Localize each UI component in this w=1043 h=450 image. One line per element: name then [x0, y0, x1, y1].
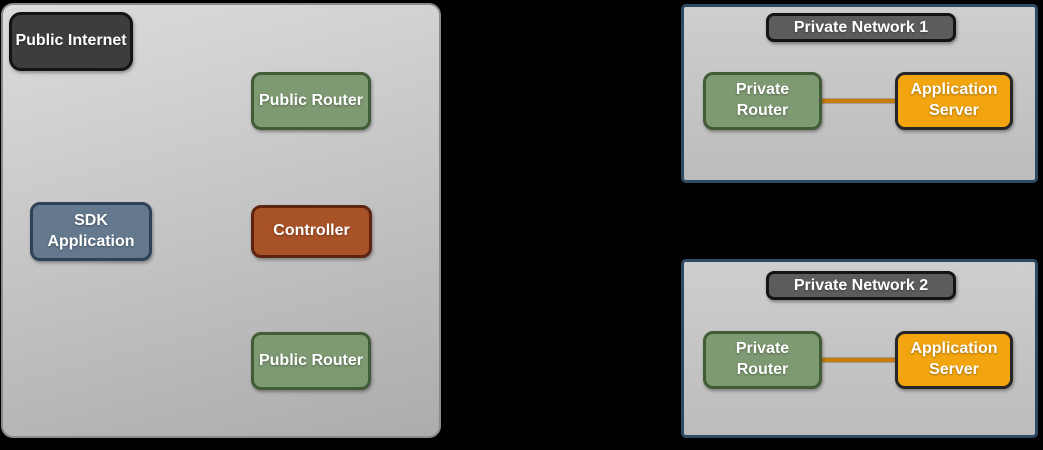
node-application-server-1-label: Application Server [910, 81, 998, 119]
node-public-router-top: Public Router [251, 72, 371, 130]
node-public-internet-label: Public Internet [15, 32, 127, 50]
node-application-server-2: Application Server [895, 331, 1013, 389]
private-network-2-container: Private Network 2 Private Router Applica… [681, 259, 1038, 438]
node-public-router-top-label: Public Router [258, 91, 363, 109]
router-server-link-2 [820, 358, 897, 362]
private-network-1-container: Private Network 1 Private Router Applica… [681, 4, 1038, 183]
node-controller: Controller [251, 205, 372, 258]
private-network-1-title-label: Private Network 1 [793, 18, 929, 36]
node-controller-label: Controller [273, 222, 350, 240]
router-server-link-1 [820, 99, 897, 103]
node-public-router-bottom: Public Router [251, 332, 371, 390]
private-network-2-title-label: Private Network 2 [793, 276, 929, 294]
node-public-internet: Public Internet [9, 12, 133, 71]
private-network-2-title: Private Network 2 [766, 271, 956, 300]
node-private-router-1: Private Router [703, 72, 822, 130]
node-private-router-2-label: Private Router [735, 340, 790, 378]
node-sdk-application: SDK Application [30, 202, 152, 261]
node-public-router-bottom-label: Public Router [258, 351, 363, 369]
node-private-router-2: Private Router [703, 331, 822, 389]
node-application-server-1: Application Server [895, 72, 1013, 130]
private-network-1-title: Private Network 1 [766, 13, 956, 42]
node-sdk-application-label: SDK Application [47, 211, 135, 250]
node-private-router-1-label: Private Router [735, 81, 790, 119]
public-internet-zone: Public Internet Public Router SDK Applic… [1, 3, 441, 438]
node-application-server-2-label: Application Server [910, 340, 998, 378]
